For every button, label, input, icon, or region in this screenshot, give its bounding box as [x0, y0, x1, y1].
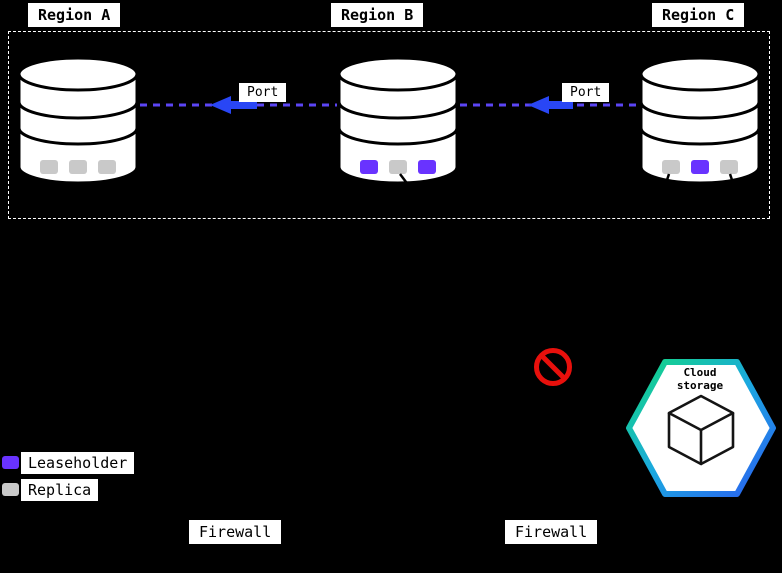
replica-square: [662, 160, 680, 174]
port-label-2: Port: [562, 83, 610, 102]
legend-leaseholder-swatch: [2, 456, 19, 469]
firewall-label-2: Firewall: [505, 520, 598, 544]
legend-leaseholder-label: Leaseholder: [21, 452, 135, 474]
replica-square: [720, 160, 738, 174]
replica-square: [389, 160, 407, 174]
legend-replica-label: Replica: [21, 479, 99, 501]
firewall-label-1: Firewall: [189, 520, 282, 544]
regions-boundary: [8, 31, 770, 219]
replication-link-a-b: [140, 96, 337, 114]
leaseholder-square: [691, 160, 709, 174]
leaseholder-square: [418, 160, 436, 174]
replication-link-b-c: [460, 96, 637, 114]
no-entry-icon: [534, 348, 572, 386]
region-a-label: Region A: [28, 3, 121, 27]
callout-line: [663, 173, 671, 187]
cube-icon: [667, 394, 735, 466]
traffic-direction-arrow: [210, 96, 257, 114]
replica-square: [98, 160, 116, 174]
legend-replica-swatch: [2, 483, 19, 496]
database-region-a-icon: [17, 56, 139, 185]
hexagon-border: [626, 359, 776, 497]
leaseholder-square: [360, 160, 378, 174]
database-region-c-icon: [639, 56, 761, 187]
database-region-b-icon: [337, 56, 459, 187]
callout-line: [728, 173, 736, 187]
callout-line: [399, 173, 410, 187]
region-b-label: Region B: [331, 3, 424, 27]
traffic-direction-arrow: [528, 96, 573, 114]
replica-square: [69, 160, 87, 174]
cloud-storage-hexagon: [626, 359, 776, 497]
port-label-1: Port: [239, 83, 287, 102]
replica-square: [40, 160, 58, 174]
region-c-label: Region C: [652, 3, 745, 27]
cloud-storage-label: Cloud storage: [676, 366, 724, 392]
